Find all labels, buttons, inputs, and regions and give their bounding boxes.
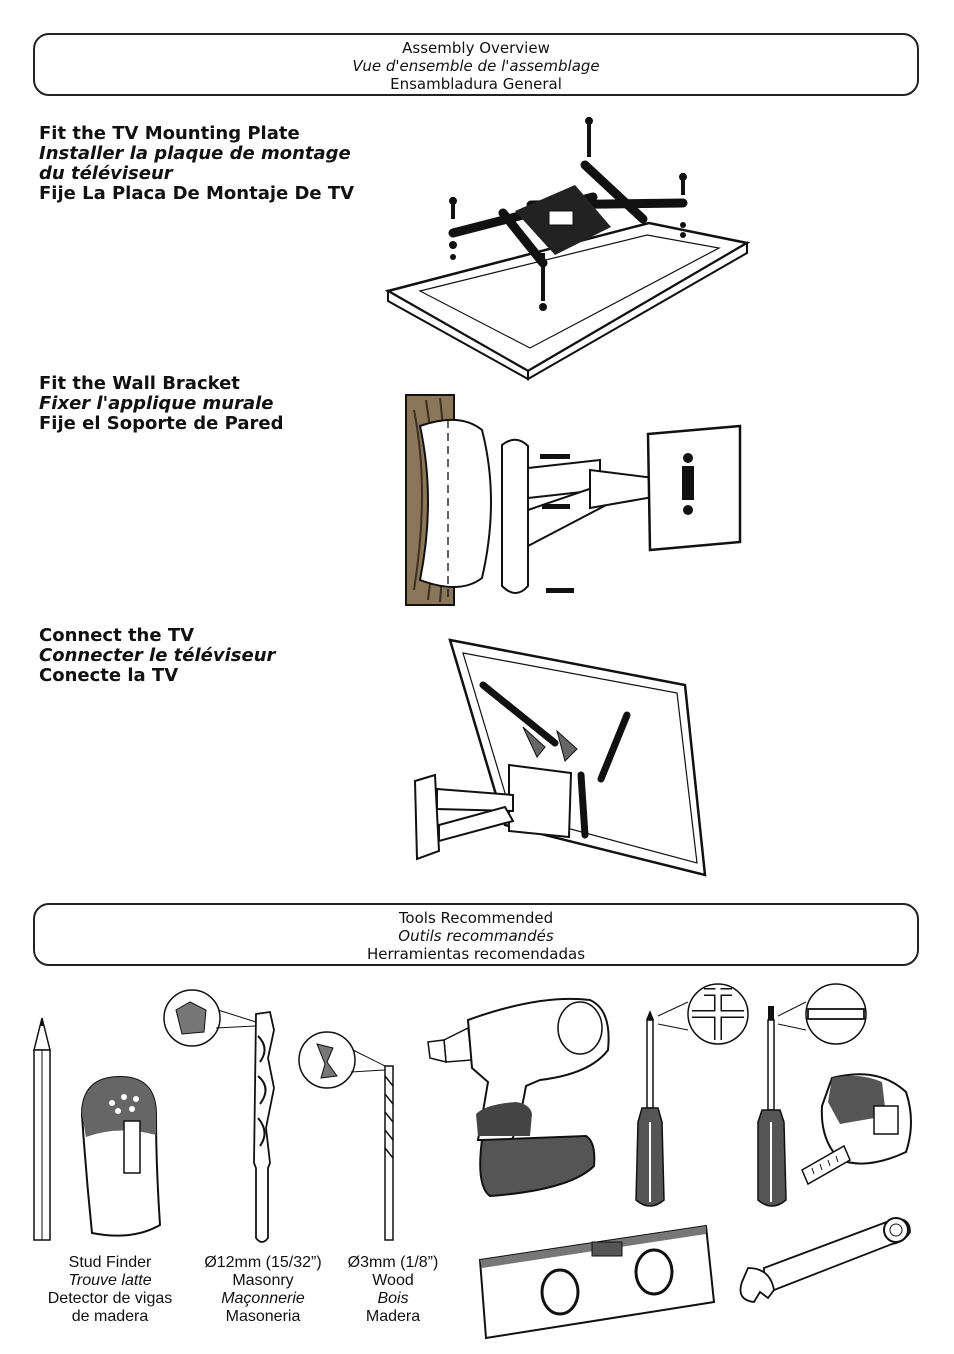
masonry-bit-caption: Ø12mm (15/32”) Masonry Maçonnerie Masone… (188, 1254, 338, 1326)
wrench-icon (739, 1217, 911, 1303)
step2-fr: Fixer l'applique murale (39, 393, 274, 414)
wood-bit-fr: Bois (377, 1290, 409, 1307)
tv-mounting-plate-illustration (384, 117, 751, 381)
pencil-icon (33, 1017, 51, 1241)
flat-screwdriver-icon (757, 983, 867, 1207)
stud-finder-en: Stud Finder (68, 1254, 152, 1271)
tools-recommended-banner: Tools Recommended Outils recommandés Her… (33, 903, 919, 966)
phillips-screwdriver-icon (635, 983, 749, 1207)
stud-finder-es-line1: Detector de vigas (47, 1290, 173, 1307)
wood-bit-en: Wood (372, 1272, 414, 1289)
step2-es: Fije el Soporte de Pared (39, 413, 284, 434)
stud-finder-caption: Stud Finder Trouve latte Detector de vig… (30, 1254, 190, 1326)
step1-fr-line2: du téléviseur (39, 163, 173, 184)
step3-en: Connect the TV (39, 625, 195, 646)
step1-fr-line1: Installer la plaque de montage (39, 143, 351, 164)
step3-es: Conecte la TV (39, 665, 179, 686)
masonry-bit-en: Masonry (232, 1272, 294, 1289)
step1-es: Fije La Placa De Montaje De TV (39, 183, 355, 204)
masonry-drill-bit-icon (163, 989, 275, 1243)
wood-bit-size: Ø3mm (1/8”) (347, 1254, 439, 1271)
masonry-bit-size: Ø12mm (15/32”) (204, 1254, 322, 1271)
stud-finder-es-line2: de madera (71, 1308, 149, 1325)
wood-bit-es: Madera (365, 1308, 421, 1325)
step1-en: Fit the TV Mounting Plate (39, 123, 300, 144)
connect-tv-illustration (413, 638, 707, 877)
masonry-bit-es: Masoneria (225, 1308, 301, 1325)
wall-bracket-illustration (405, 394, 742, 606)
tools-title-fr: Outils recommandés (398, 927, 554, 945)
stud-finder-icon (80, 1075, 162, 1237)
stud-finder-fr: Trouve latte (68, 1272, 152, 1289)
step2-en: Fit the Wall Bracket (39, 373, 240, 394)
step-fit-wall-bracket: Fit the Wall Bracket Fixer l'applique mu… (39, 374, 283, 434)
step-fit-mounting-plate: Fit the TV Mounting Plate Installer la p… (39, 124, 354, 204)
overview-title-en: Assembly Overview (402, 39, 550, 57)
tools-title-es: Herramientas recomendadas (366, 945, 586, 963)
cordless-drill-icon (427, 997, 610, 1198)
step3-fr: Connecter le téléviseur (39, 645, 276, 666)
overview-title-es: Ensambladura General (390, 75, 562, 93)
overview-title-fr: Vue d'ensemble de l'assemblage (352, 57, 600, 75)
step-connect-tv: Connect the TV Connecter le téléviseur C… (39, 626, 275, 686)
spirit-level-icon (478, 1224, 716, 1340)
wood-bit-caption: Ø3mm (1/8”) Wood Bois Madera (332, 1254, 454, 1326)
masonry-bit-fr: Maçonnerie (221, 1290, 305, 1307)
tools-title-en: Tools Recommended (398, 909, 554, 927)
wood-drill-bit-icon (298, 1031, 394, 1241)
tape-measure-icon (801, 1073, 912, 1186)
assembly-overview-banner: Assembly Overview Vue d'ensemble de l'as… (33, 33, 919, 96)
